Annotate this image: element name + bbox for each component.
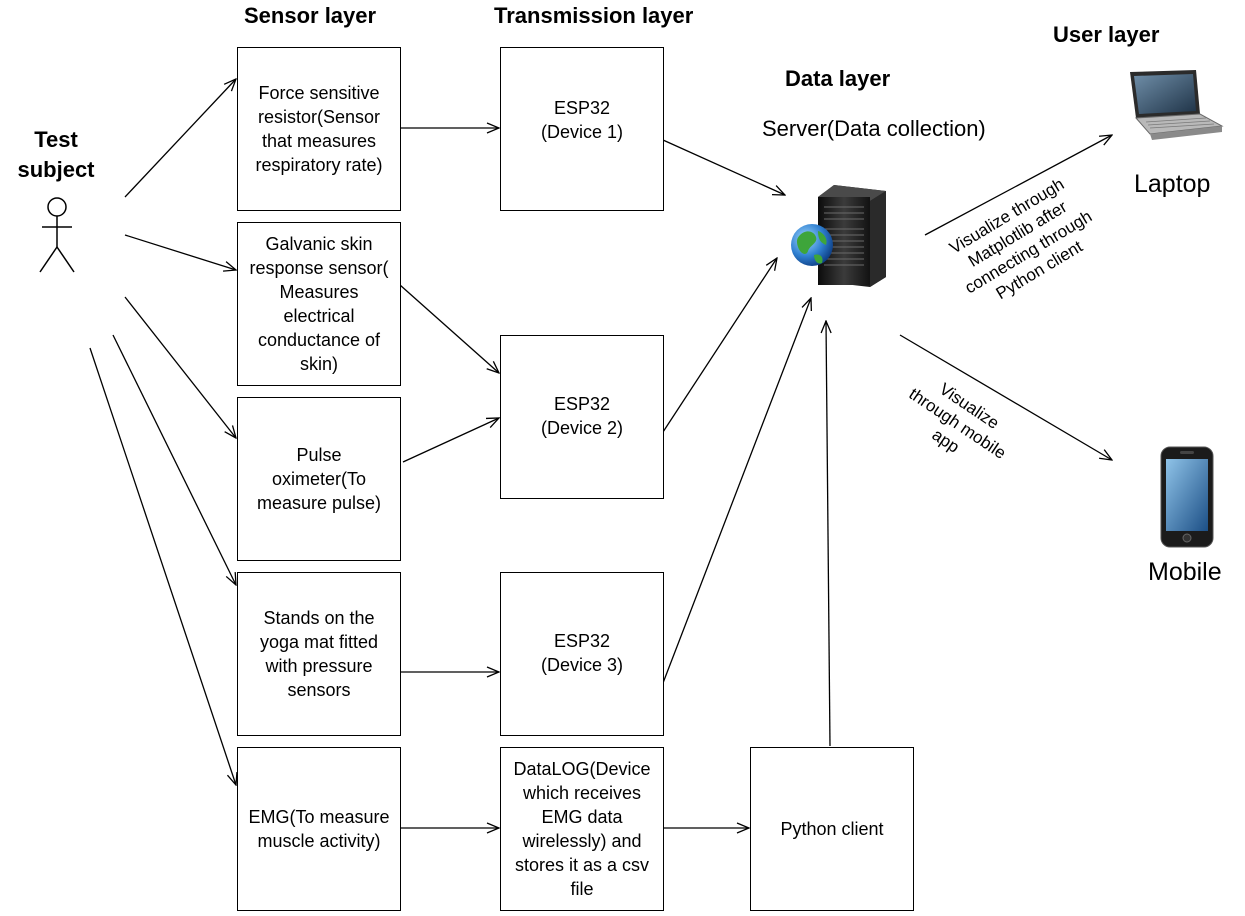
laptop-icon [1130, 70, 1224, 140]
data-layer-heading: Data layer [785, 66, 891, 91]
device-text: ESP32 (Device 1) [540, 98, 624, 142]
arrow-pulse-to-device2 [402, 418, 499, 463]
device-box-esp32-3: ESP32 (Device 3) [500, 572, 664, 736]
arrow-actor-to-gsr-sensor [124, 234, 236, 270]
sensor-text: Pulse oximeter(To measure pulse) [256, 445, 382, 513]
arrow-python-client-to-server [826, 321, 830, 747]
device-box-datalog: DataLOG(Device which receives EMG data w… [500, 747, 664, 911]
laptop-label: Laptop [1134, 170, 1211, 198]
arrow-actor-to-yoga-mat [112, 334, 236, 585]
mobile-label: Mobile [1148, 558, 1222, 586]
sensor-text: Stands on the yoga mat fitted with press… [259, 608, 379, 700]
device-text: ESP32 (Device 2) [540, 394, 624, 438]
arrow-device1-to-server [662, 139, 785, 195]
device-box-esp32-2: ESP32 (Device 2) [500, 335, 664, 499]
device-box-esp32-1: ESP32 (Device 1) [500, 47, 664, 211]
arrow-actor-to-emg [89, 347, 236, 785]
python-client-text: Python client [780, 819, 884, 839]
transmission-layer-heading: Transmission layer [494, 3, 694, 28]
device-text: ESP32 (Device 3) [540, 631, 624, 675]
sensor-text: Galvanic skin response sensor( Measures … [249, 234, 389, 374]
sensor-text: Force sensitive resistor(Sensor that mea… [255, 83, 383, 175]
python-client-box: Python client [750, 747, 914, 911]
server-label: Server(Data collection) [762, 116, 986, 141]
user-layer-heading: User layer [1053, 22, 1160, 47]
sensor-box-galvanic-skin: Galvanic skin response sensor( Measures … [237, 222, 401, 386]
server-globe-icon [791, 185, 886, 287]
arrow-gsr-to-device2 [399, 284, 499, 373]
arrow-device2-to-server [662, 258, 777, 433]
mobile-phone-icon [1160, 446, 1214, 548]
test-subject-label: Test subject [17, 127, 95, 182]
arrow-server-to-mobile [899, 334, 1112, 460]
stick-figure-icon [39, 197, 75, 273]
sensor-layer-heading: Sensor layer [244, 3, 377, 28]
device-text: DataLOG(Device which receives EMG data w… [513, 759, 651, 899]
arrow-server-to-laptop [924, 135, 1112, 236]
sensor-box-yoga-mat: Stands on the yoga mat fitted with press… [237, 572, 401, 736]
arrow-actor-to-pulse-oximeter [124, 296, 236, 438]
sensor-box-pulse-oximeter: Pulse oximeter(To measure pulse) [237, 397, 401, 561]
arrow-device3-to-server [662, 298, 811, 684]
sensor-text: EMG(To measure muscle activity) [248, 807, 390, 851]
arrow-actor-to-force-sensor [124, 79, 236, 198]
sensor-box-force-resistor: Force sensitive resistor(Sensor that mea… [237, 47, 401, 211]
sensor-box-emg: EMG(To measure muscle activity) [237, 747, 401, 911]
